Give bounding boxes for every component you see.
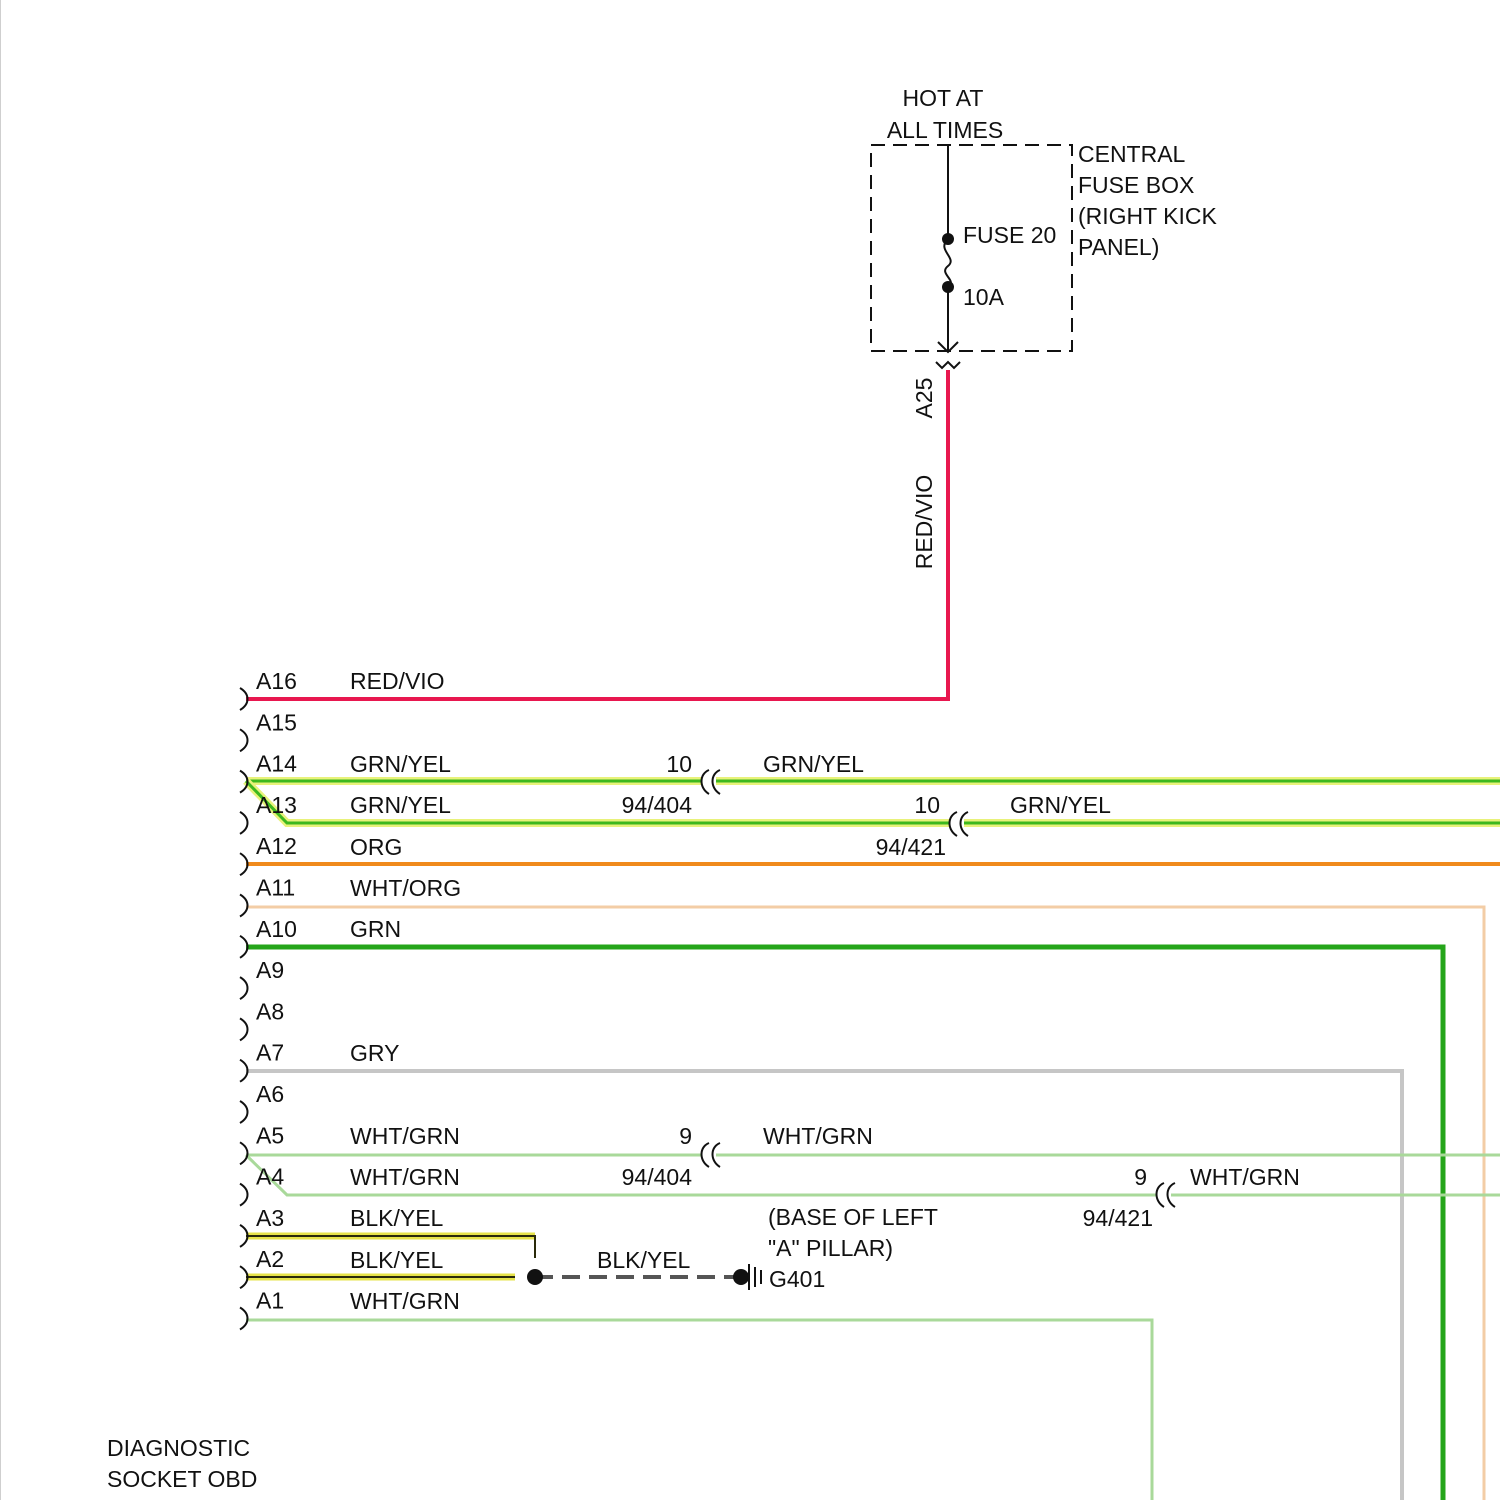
fuse-label: FUSE 20 xyxy=(963,222,1056,248)
c404-top-name: 94/404 xyxy=(622,792,693,818)
c404-top-pin: 10 xyxy=(666,751,692,777)
socket-pin-a11-label: A11 xyxy=(256,875,295,901)
central-fuse-box: HOT AT ALL TIMES CENTRAL FUSE BOX (RIGHT… xyxy=(871,85,1218,569)
fuse-box-name-line4: PANEL) xyxy=(1078,234,1159,260)
wire-label-a4: BLK/YEL xyxy=(350,1247,444,1273)
c421-bottom-pin: 9 xyxy=(1134,1164,1147,1190)
all-times-label: ALL TIMES xyxy=(887,117,1003,143)
c421-top-wire: GRN/YEL xyxy=(1010,792,1111,818)
c421-top-pin: 10 xyxy=(914,792,940,818)
fuse-rating: 10A xyxy=(963,284,1005,310)
fuse-box-name-line2: FUSE BOX xyxy=(1078,172,1194,198)
wire-label-a5: BLK/YEL xyxy=(350,1205,444,1231)
c421-bottom-name: 94/421 xyxy=(1083,1205,1153,1231)
wire-wht-grn-a3 xyxy=(246,1320,1152,1500)
fuse-box-name-line3: (RIGHT KICK xyxy=(1078,203,1218,229)
socket-pin-a3-label: A3 xyxy=(256,1205,284,1231)
socket-pin-a7-label: A7 xyxy=(256,1040,284,1066)
socket-pin-a15-terminal xyxy=(240,729,248,751)
socket-pin-a13-label: A13 xyxy=(256,792,297,818)
fuse-symbol xyxy=(944,239,951,287)
socket-pin-a13-terminal xyxy=(240,812,248,834)
splice-dot xyxy=(527,1269,543,1285)
wire-label-a6-upper: WHT/GRN xyxy=(350,1123,460,1149)
socket-pin-a10-label: A10 xyxy=(256,916,297,942)
wire-label-a12: WHT/ORG xyxy=(350,875,461,901)
socket-pin-a12-label: A12 xyxy=(256,833,297,859)
socket-pin-a8-label: A8 xyxy=(256,998,284,1024)
c404-bottom-name: 94/404 xyxy=(622,1164,693,1190)
wire-label-a6-lower: WHT/GRN xyxy=(350,1164,460,1190)
a25-connector-symbol xyxy=(936,362,960,368)
socket-pin-a6-label: A6 xyxy=(256,1081,284,1107)
socket-pin-a5-terminal xyxy=(240,1142,248,1164)
c404-top-wire: GRN/YEL xyxy=(763,751,864,777)
socket-name-line2: SOCKET OBD xyxy=(107,1466,257,1492)
wire-label-a3: WHT/GRN xyxy=(350,1288,460,1314)
ground-location-line1: (BASE OF LEFT xyxy=(768,1204,938,1230)
fuse-box-name-line1: CENTRAL xyxy=(1078,141,1186,167)
socket-pin-a8-terminal xyxy=(240,1018,248,1040)
ground-id: G401 xyxy=(769,1266,825,1292)
a25-pin-label: A25 xyxy=(911,378,937,419)
c404-bottom-pin: 9 xyxy=(679,1123,692,1149)
socket-pin-a16-label: A16 xyxy=(256,668,297,694)
c421-top-name: 94/421 xyxy=(876,834,946,860)
socket-pin-a1-label: A1 xyxy=(256,1288,284,1314)
red-vio-vertical-label: RED/VIO xyxy=(911,475,937,570)
c404-bottom-wire: WHT/GRN xyxy=(763,1123,873,1149)
socket-pin-a2-label: A2 xyxy=(256,1246,284,1272)
wire-label-a13: ORG xyxy=(350,834,402,860)
wire-label-a16: RED/VIO xyxy=(350,668,445,694)
ground-wire-label: BLK/YEL xyxy=(597,1247,691,1273)
wire-label-a14-lower: GRN/YEL xyxy=(350,792,451,818)
socket-pin-a9-label: A9 xyxy=(256,957,284,983)
wire-red-vio xyxy=(246,370,948,699)
socket-pin-a5-label: A5 xyxy=(256,1122,284,1148)
socket-pin-a9-terminal xyxy=(240,977,248,999)
socket-pin-a4-label: A4 xyxy=(256,1164,284,1190)
ground-dot xyxy=(733,1269,749,1285)
c421-bottom-wire: WHT/GRN xyxy=(1190,1164,1300,1190)
wire-label-a8: GRY xyxy=(350,1040,399,1066)
ground-location-line2: "A" PILLAR) xyxy=(768,1235,893,1261)
wires xyxy=(246,370,1500,1500)
socket-pin-a14-label: A14 xyxy=(256,751,297,777)
wire-label-a11: GRN xyxy=(350,916,401,942)
wire-label-a14-upper: GRN/YEL xyxy=(350,751,451,777)
wire-labels: RED/VIO GRN/YEL GRN/YEL ORG WHT/ORG GRN … xyxy=(350,668,691,1314)
socket-name-line1: DIAGNOSTIC xyxy=(107,1435,250,1461)
fuse-box-outline xyxy=(871,145,1072,351)
socket-pin-a6-terminal xyxy=(240,1101,248,1123)
socket-pin-a15-label: A15 xyxy=(256,709,297,735)
socket-pin-a4-terminal xyxy=(240,1184,248,1206)
hot-at-label: HOT AT xyxy=(903,85,984,111)
